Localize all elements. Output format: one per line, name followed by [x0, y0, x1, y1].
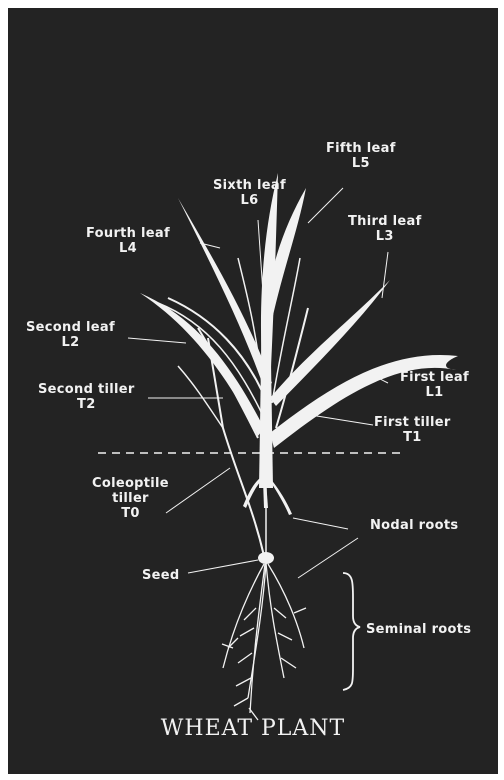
- label-sixth-leaf: Sixth leaf L6: [213, 178, 286, 208]
- label-seminal-roots: Seminal roots: [366, 622, 471, 637]
- leader-second-leaf: [128, 338, 186, 343]
- diagram-title: WHEAT PLANT: [8, 716, 498, 741]
- label-fifth-leaf: Fifth leaf L5: [326, 141, 396, 171]
- coleoptile-tiller-leaf: [178, 366, 223, 428]
- seed: [258, 552, 274, 564]
- label-second-tiller: Second tiller T2: [38, 382, 135, 412]
- leader-fifth-leaf: [308, 188, 343, 223]
- diagram-board: Fifth leaf L5 Sixth leaf L6 Third leaf L…: [8, 8, 498, 774]
- label-first-tiller: First tiller T1: [374, 415, 451, 445]
- seminal-roots-brace: [343, 573, 360, 690]
- leader-coleoptile-tiller: [166, 468, 230, 513]
- coleoptile-tiller-stem: [208, 338, 264, 556]
- label-third-leaf: Third leaf L3: [348, 214, 422, 244]
- label-second-leaf: Second leaf L2: [26, 320, 115, 350]
- leader-nodal-roots-b: [298, 538, 358, 578]
- label-first-leaf: First leaf L1: [400, 370, 469, 400]
- leader-sixth-leaf: [258, 220, 264, 308]
- leader-nodal-roots-a: [293, 518, 348, 529]
- label-nodal-roots: Nodal roots: [370, 518, 458, 533]
- label-seed: Seed: [142, 568, 180, 583]
- seminal-roots: [222, 563, 306, 720]
- fourth-leaf: [178, 198, 272, 388]
- leader-seed: [188, 560, 258, 573]
- label-fourth-leaf: Fourth leaf L4: [86, 226, 170, 256]
- leader-third-leaf: [382, 252, 388, 298]
- label-coleoptile-tiller: Coleoptile tiller T0: [92, 476, 169, 521]
